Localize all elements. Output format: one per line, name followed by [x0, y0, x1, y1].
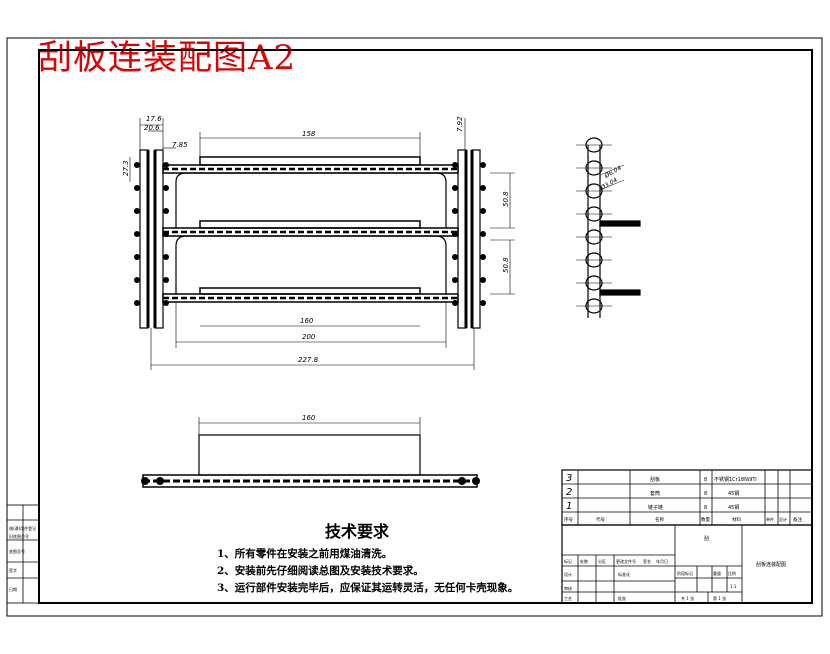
strip-label-3: 签字 — [9, 567, 17, 573]
tech-requirements-title: 技术要求 — [324, 522, 389, 541]
tb-design: 设计 — [564, 571, 572, 577]
technical-requirements: 技术要求 1、所有零件在安装之前用煤油清洗。 2、安装前先仔细阅读总图及安装技术… — [217, 518, 557, 597]
parts-header-total: 总计 — [779, 516, 787, 522]
inner-border — [38, 49, 813, 604]
part-2-name: 套筒 — [650, 490, 660, 497]
dim-17-6: 17.6 — [146, 115, 162, 123]
dim-200: 200 — [302, 333, 316, 341]
dim-7-85: 7.85 — [172, 141, 188, 149]
tb-drawing-name: 刮板连装配图 — [756, 561, 786, 568]
tb-sheet-no: 第 1 张 — [713, 595, 726, 601]
tb-rev-h5: 年月日 — [656, 558, 668, 564]
drawing-banner-title: 刮板连装配图A2 — [38, 38, 297, 78]
title-block: 标记 处数 分区 更改文件号 签名 年月日 设计 标准化 审核 工艺 批准 阶段… — [561, 524, 813, 604]
right-chain — [457, 149, 481, 329]
dim-160: 160 — [300, 317, 314, 325]
tb-stage-mark: 阶段标记 — [677, 570, 693, 576]
parts-header-note: 备注 — [793, 516, 802, 523]
parts-header-code: 代号 — [596, 516, 605, 523]
side-view: Ø6.04 Ø3.04 — [576, 137, 641, 318]
front-view-dimensions — [129, 118, 515, 370]
tech-requirement-2: 2、安装前先仔细阅读总图及安装技术要求。 — [217, 565, 424, 577]
scraper-bars — [162, 156, 459, 303]
dim-50-8-upper: 50.8 — [502, 191, 510, 207]
tb-rev-h1: 处数 — [580, 558, 588, 564]
strip-label-2: 底图总号 — [9, 548, 25, 554]
tb-scale: 比例 — [728, 570, 736, 576]
part-3-material: 不锈钢1Cr18Ni9Ti — [714, 476, 757, 483]
dim-158: 158 — [302, 130, 316, 138]
tb-rev-h0: 标记 — [564, 558, 572, 564]
dim-50-8-lower: 50.8 — [502, 257, 510, 273]
tb-standardize: 标准化 — [618, 571, 630, 577]
chain-pins — [134, 162, 486, 306]
front-view: 17.6 20.6 7.85 158 7.92 27.3 50.8 50.8 1… — [122, 115, 515, 370]
dim-27-3: 27.3 — [122, 160, 130, 176]
part-2-qty: 8 — [704, 491, 707, 497]
part-1-name: 链子链 — [648, 504, 663, 511]
dim-20-6: 20.6 — [144, 124, 160, 132]
dim-227-8: 227.8 — [298, 356, 319, 364]
part-1-material: 45钢 — [728, 504, 739, 511]
tb-weight: 重量 — [713, 570, 721, 576]
tb-rev-h4: 签名 — [643, 558, 651, 564]
part-3-qty: 8 — [704, 477, 707, 483]
tb-rev-h2: 分区 — [598, 558, 606, 564]
tb-material-box: 刮 — [704, 535, 709, 542]
strip-label-1: 旧底图总号 — [9, 533, 29, 539]
parts-header-name: 名称 — [655, 516, 664, 523]
parts-header-no: 序号 — [564, 516, 573, 523]
tb-approve: 批准 — [618, 595, 626, 601]
tech-requirement-1: 1、所有零件在安装之前用煤油清洗。 — [217, 548, 393, 560]
bottom-view: 160 — [141, 414, 480, 488]
part-2-no: 2 — [566, 487, 572, 498]
outer-border — [6, 37, 823, 617]
tb-rev-h3: 更改文件号 — [616, 558, 636, 564]
tb-process: 工艺 — [564, 596, 572, 601]
part-3-no: 3 — [566, 473, 572, 484]
parts-header-unit: 单件 — [766, 516, 774, 522]
dim-160-bottom: 160 — [302, 414, 316, 422]
strip-label-4: 日期 — [9, 586, 17, 592]
part-1-no: 1 — [566, 501, 572, 512]
tb-check: 审核 — [564, 585, 572, 591]
strip-label-0: 借(通)用件登记 — [9, 525, 36, 531]
part-2-material: 45钢 — [728, 490, 739, 497]
parts-header-qty: 数量 — [701, 516, 710, 523]
left-chain — [139, 149, 164, 329]
dim-7-92: 7.92 — [456, 116, 464, 132]
parts-list: 3 刮板 8 不锈钢1Cr18Ni9Ti 2 套筒 8 45钢 1 链子链 8 … — [561, 469, 813, 526]
tb-scale-value: 1:1 — [730, 584, 737, 589]
tech-requirement-3: 3、运行部件安装完毕后，应保证其运转灵活，无任何卡壳现象。 — [217, 582, 519, 594]
part-1-qty: 8 — [704, 505, 707, 511]
parts-header-material: 材料 — [732, 516, 741, 523]
left-strip: 借(通)用件登记 旧底图总号 底图总号 签字 日期 — [6, 504, 40, 604]
dim-r3-04: Ø3.04 — [599, 177, 619, 193]
part-3-name: 刮板 — [650, 476, 660, 483]
tb-sheets-total: 共 1 张 — [681, 595, 694, 601]
